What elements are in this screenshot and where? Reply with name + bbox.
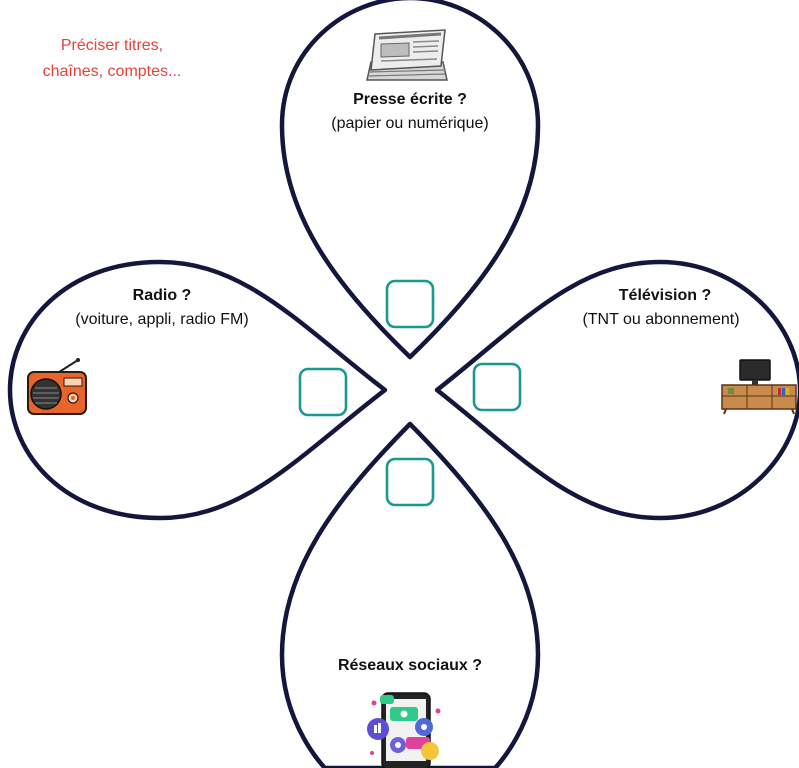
radio-title: Radio ? <box>133 287 192 304</box>
tv-subtitle: (TNT ou abonnement) <box>582 311 739 328</box>
checkbox-social[interactable] <box>385 457 435 507</box>
petal-social <box>279 421 541 768</box>
checkbox-press[interactable] <box>385 279 435 329</box>
tv-title: Télévision ? <box>619 287 711 304</box>
radio-icon <box>27 358 87 415</box>
note-line-1: Préciser titres, <box>61 37 163 54</box>
petal-radio <box>7 259 388 521</box>
petal-press <box>279 0 541 360</box>
note-line-2: chaînes, comptes... <box>43 63 182 80</box>
social-title: Réseaux sociaux ? <box>338 657 482 674</box>
television-icon <box>721 359 797 415</box>
checkbox-tv[interactable] <box>472 362 522 412</box>
radio-subtitle: (voiture, appli, radio FM) <box>75 311 248 328</box>
newspaper-icon <box>366 29 448 81</box>
press-title: Presse écrite ? <box>353 91 467 108</box>
petal-tv <box>434 259 799 521</box>
press-subtitle: (papier ou numérique) <box>331 115 488 132</box>
social-media-phone-icon <box>367 692 441 768</box>
checkbox-radio[interactable] <box>298 367 348 417</box>
